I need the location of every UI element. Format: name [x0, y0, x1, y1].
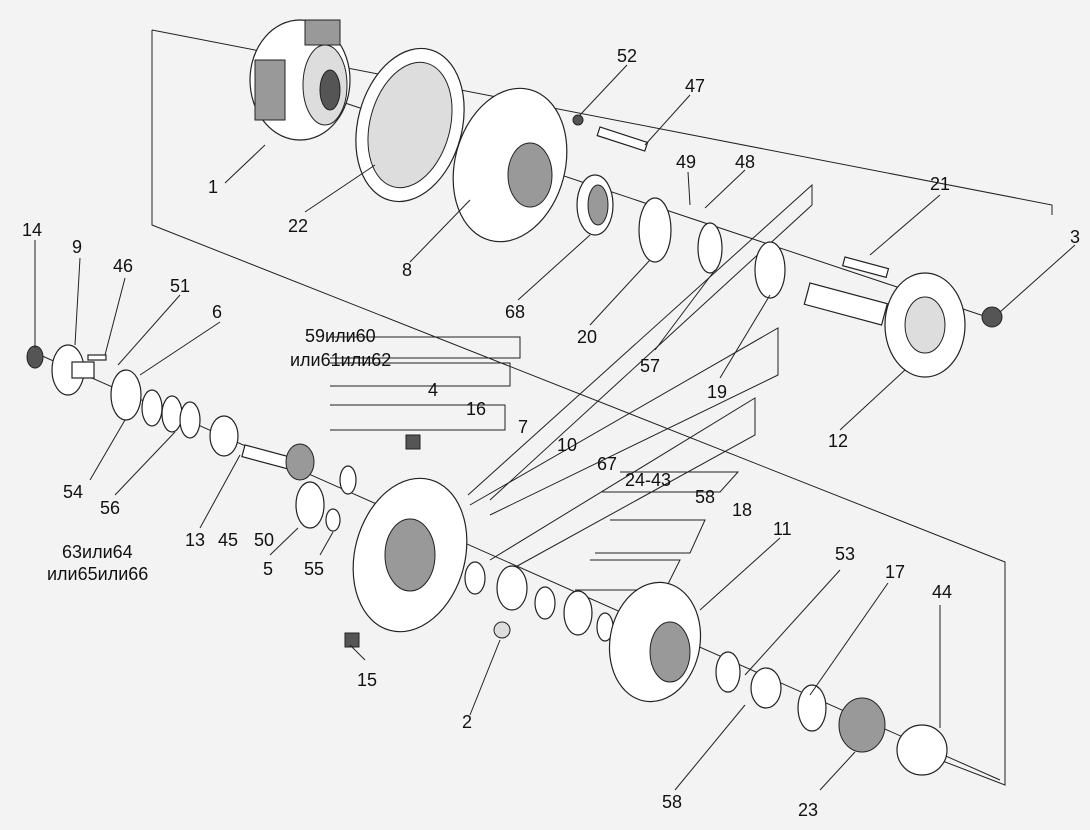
- part-58b-bearing: [750, 667, 782, 709]
- part-56-rings: [141, 389, 201, 439]
- label-65: или65или66: [47, 564, 148, 584]
- label-1: 1: [208, 177, 218, 197]
- part-22-ring-gear: [355, 47, 465, 203]
- label-58-top: 58: [695, 487, 715, 507]
- label-14: 14: [22, 220, 42, 240]
- part-63-bearing: [209, 415, 239, 457]
- label-15: 15: [357, 670, 377, 690]
- label-9: 9: [72, 237, 82, 257]
- label-13: 13: [185, 530, 205, 550]
- part-4-plug: [405, 434, 421, 450]
- label-3: 3: [1070, 227, 1080, 247]
- label-2: 2: [462, 712, 472, 732]
- label-49: 49: [676, 152, 696, 172]
- label-54: 54: [63, 482, 83, 502]
- label-20: 20: [577, 327, 597, 347]
- label-47: 47: [685, 76, 705, 96]
- label-45: 45: [218, 530, 238, 550]
- part-52-washer: [572, 114, 584, 126]
- part-58-cup: [563, 590, 593, 636]
- part-67-bearing: [464, 561, 528, 611]
- label-23: 23: [798, 800, 818, 820]
- part-17-snap-ring: [797, 684, 827, 732]
- part-12-axle: [803, 272, 966, 378]
- label-6: 6: [212, 302, 222, 322]
- part-11-gear: [608, 581, 702, 703]
- part-21-bolt: [841, 256, 890, 279]
- part-47-bolt: [596, 126, 649, 152]
- label-10: 10: [557, 435, 577, 455]
- label-18: 18: [732, 500, 752, 520]
- label-5: 5: [263, 559, 273, 579]
- part-59-ring: [339, 465, 357, 495]
- label-53: 53: [835, 544, 855, 564]
- part-55-ring: [325, 508, 341, 532]
- label-67: 67: [597, 454, 617, 474]
- part-19-cup: [754, 241, 786, 299]
- label-48: 48: [735, 152, 755, 172]
- part-15-plug: [344, 632, 360, 648]
- label-19: 19: [707, 382, 727, 402]
- label-55: 55: [304, 559, 324, 579]
- part-5-seal: [295, 481, 325, 529]
- label-4: 4: [428, 380, 438, 400]
- label-59: 59или60: [305, 326, 376, 346]
- part-8-hub: [452, 87, 568, 243]
- part-3-nut: [981, 306, 1003, 328]
- label-51: 51: [170, 276, 190, 296]
- part-1-carrier: [249, 19, 351, 141]
- part-labels: 1 22 8 52 47 49 48 21 3 68 20 57 19 12 1…: [22, 46, 1080, 820]
- label-24-43: 24-43: [625, 470, 671, 490]
- part-24-shims: [534, 586, 556, 620]
- label-68: 68: [505, 302, 525, 322]
- part-53-snap-ring: [715, 651, 741, 693]
- label-46: 46: [113, 256, 133, 276]
- label-7: 7: [518, 417, 528, 437]
- label-11: 11: [773, 519, 792, 539]
- part-44-sleeve: [896, 724, 948, 776]
- part-23-gear: [838, 697, 886, 753]
- part-13-pinion: [241, 443, 315, 481]
- part-2-plug: [493, 621, 511, 639]
- label-61: или61или62: [290, 350, 391, 370]
- label-50: 50: [254, 530, 274, 550]
- part-10-housing: [352, 477, 468, 633]
- label-leaders: [34, 64, 1076, 791]
- label-44: 44: [932, 582, 952, 602]
- label-21: 21: [930, 174, 950, 194]
- part-20-seal: [638, 197, 672, 263]
- part-68-bearing: [576, 174, 614, 236]
- part-6-seal: [110, 369, 142, 421]
- label-58-bottom: 58: [662, 792, 682, 812]
- label-56: 56: [100, 498, 120, 518]
- part-9-flange: [51, 344, 95, 396]
- label-57: 57: [640, 356, 660, 376]
- label-16: 16: [466, 399, 486, 419]
- leader-frames: [330, 183, 813, 591]
- part-14-nut: [26, 345, 44, 369]
- label-22: 22: [288, 216, 308, 236]
- label-17: 17: [885, 562, 905, 582]
- label-12: 12: [828, 431, 848, 451]
- label-52: 52: [617, 46, 637, 66]
- part-57-ring: [697, 222, 723, 274]
- label-8: 8: [402, 260, 412, 280]
- label-63: 63или64: [62, 542, 133, 562]
- part-46-bolt: [87, 354, 107, 361]
